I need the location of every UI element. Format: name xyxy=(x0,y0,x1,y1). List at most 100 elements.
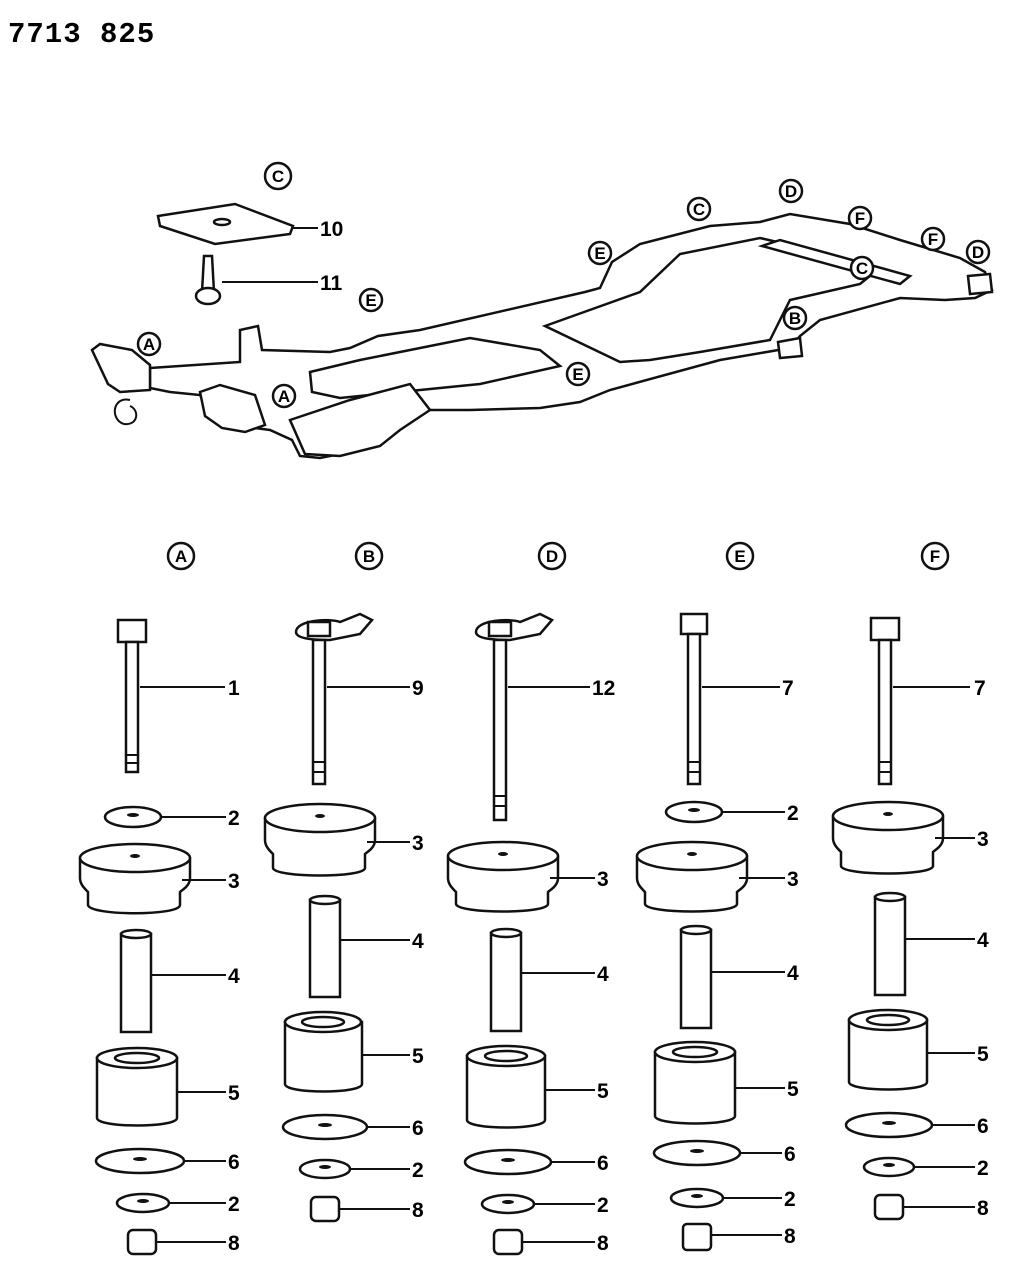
callout-insulator-lower: 5 xyxy=(228,1082,240,1105)
callout-bolt: 1 xyxy=(228,677,240,700)
callout-washer-lower: 2 xyxy=(597,1194,609,1217)
mount-column-a: A 1 2 3 4 5 6 2 8 xyxy=(78,541,240,1256)
callout-sleeve: 4 xyxy=(597,963,609,986)
column-d-letter: D xyxy=(546,547,558,566)
spacer-sleeve xyxy=(873,895,907,997)
spacer-sleeve xyxy=(119,932,153,1034)
callout-10: 10 xyxy=(320,218,343,241)
insulator-lower xyxy=(283,1020,364,1093)
bolt-shank xyxy=(686,632,702,786)
svg-text:A: A xyxy=(143,335,155,354)
callout-insulator-lower: 5 xyxy=(412,1045,424,1068)
document-number: 7713 825 xyxy=(8,18,155,51)
callout-retainer: 6 xyxy=(228,1151,240,1174)
callout-retainer: 6 xyxy=(412,1117,424,1140)
svg-text:E: E xyxy=(594,244,605,263)
nut xyxy=(309,1195,341,1223)
callout-nut: 8 xyxy=(784,1225,796,1248)
callout-insulator-lower: 5 xyxy=(977,1043,989,1066)
bolt-shank xyxy=(124,640,140,774)
callout-washer: 2 xyxy=(787,802,799,825)
marker-a-front: A xyxy=(136,331,162,357)
callout-11: 11 xyxy=(320,272,343,295)
callout-sleeve: 4 xyxy=(977,929,989,952)
marker-e-front: E xyxy=(358,287,384,313)
svg-text:B: B xyxy=(789,309,801,328)
column-f-marker xyxy=(920,541,950,571)
svg-text:C: C xyxy=(693,200,705,219)
callout-washer-lower: 2 xyxy=(412,1159,424,1182)
bolt-head xyxy=(679,612,709,636)
mount-column-f: F 7 3 4 5 6 2 8 xyxy=(831,541,989,1221)
bolt-head xyxy=(869,616,901,642)
frame-cross-member xyxy=(308,336,563,400)
svg-text:F: F xyxy=(855,209,865,228)
frame-mount-b xyxy=(776,336,804,360)
svg-text:C: C xyxy=(856,259,868,278)
callout-retainer: 6 xyxy=(784,1143,796,1166)
vehicle-frame xyxy=(90,212,994,460)
callout-insulator-lower: 5 xyxy=(787,1078,799,1101)
nut xyxy=(681,1222,713,1252)
insulator-lower xyxy=(465,1054,547,1129)
bolt-shank xyxy=(877,638,893,786)
nut xyxy=(126,1228,158,1256)
bolt-bracket xyxy=(474,612,554,642)
svg-text:A: A xyxy=(278,387,290,406)
marker-c-rail: C xyxy=(686,196,712,222)
callout-insulator: 3 xyxy=(787,868,799,891)
column-a-letter: A xyxy=(175,547,187,566)
svg-text:D: D xyxy=(972,243,984,262)
mount-column-d: D 12 3 4 5 6 2 8 xyxy=(446,541,615,1256)
callout-retainer: 6 xyxy=(597,1152,609,1175)
frame-tow-hook xyxy=(114,398,138,426)
spacer-sleeve xyxy=(308,898,342,999)
nut xyxy=(492,1228,524,1256)
marker-f-rail1: F xyxy=(847,205,873,231)
callout-nut: 8 xyxy=(228,1232,240,1255)
marker-b-rear: B xyxy=(782,305,808,331)
marker-f-rail2: F xyxy=(920,226,946,252)
spacer-sleeve xyxy=(489,931,523,1033)
svg-text:F: F xyxy=(928,230,938,249)
insulator-lower xyxy=(847,1018,929,1091)
callout-insulator-lower: 5 xyxy=(597,1080,609,1103)
frame-lower-arm xyxy=(288,382,432,458)
marker-d-rail: D xyxy=(778,178,804,204)
body-mount-plate-group: 10 11 xyxy=(156,202,343,306)
callout-insulator: 3 xyxy=(597,868,609,891)
callout-sleeve: 4 xyxy=(787,962,799,985)
plate-hole xyxy=(212,217,232,227)
callout-retainer: 6 xyxy=(977,1115,989,1138)
tapping-screw xyxy=(200,254,216,294)
callout-washer-lower: 2 xyxy=(977,1157,989,1180)
callout-sleeve: 4 xyxy=(228,965,240,988)
frame-mount-d xyxy=(966,272,994,296)
svg-text:D: D xyxy=(785,182,797,201)
svg-text:E: E xyxy=(365,291,376,310)
bolt-head xyxy=(116,618,148,644)
callout-bolt: 7 xyxy=(974,677,986,700)
frame-front-bracket-lower xyxy=(198,383,267,434)
column-a-marker xyxy=(166,541,196,571)
mount-column-b: B 9 3 4 5 6 2 8 xyxy=(263,541,424,1223)
frame-front-bracket-upper xyxy=(90,342,152,394)
marker-c-inner: C xyxy=(849,255,875,281)
marker-a-low: A xyxy=(271,383,297,409)
callout-sleeve: 4 xyxy=(412,930,424,953)
bolt-shank xyxy=(492,638,508,822)
callout-bolt: 9 xyxy=(412,677,424,700)
marker-e-low: E xyxy=(565,361,591,387)
marker-e-mid: E xyxy=(587,240,613,266)
marker-c-top: C xyxy=(263,161,293,191)
frame-location-markers: C C C D D F F E E E B A A xyxy=(136,161,991,409)
callout-washer-lower: 2 xyxy=(228,1193,240,1216)
callout-nut: 8 xyxy=(977,1197,989,1220)
callout-nut: 8 xyxy=(597,1232,609,1255)
callout-washer: 2 xyxy=(228,807,240,830)
callout-bolt: 7 xyxy=(782,677,794,700)
screw-head xyxy=(194,286,222,306)
column-e-letter: E xyxy=(734,547,745,566)
column-d-marker xyxy=(537,541,567,571)
